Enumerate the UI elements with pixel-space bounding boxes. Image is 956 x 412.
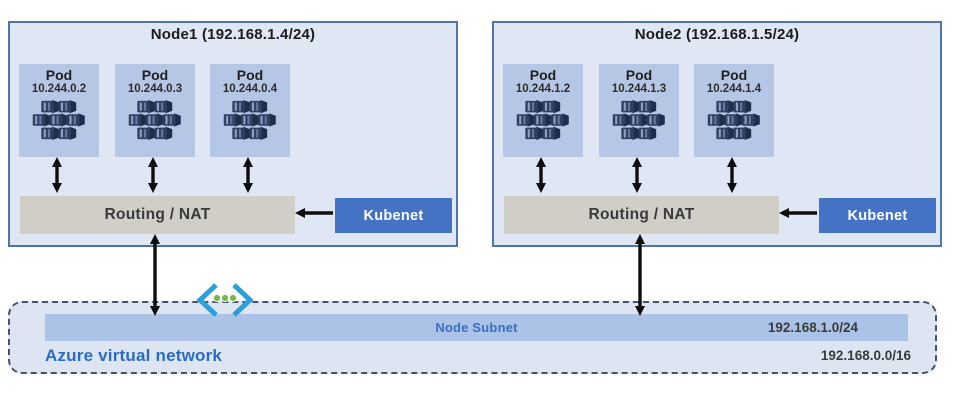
kubenet-routing-arrow [779, 208, 817, 218]
kubenet-box: Kubenet [819, 198, 936, 233]
containers-icon [612, 99, 665, 141]
pod-label: Pod [45, 67, 73, 83]
kubenet-routing-arrow [295, 208, 333, 218]
pod-ip: 10.244.0.3 [127, 83, 183, 95]
pod-ip: 10.244.0.2 [31, 83, 87, 95]
pod-routing-arrow [727, 157, 737, 193]
pod-box: Pod 10.244.0.3 [115, 64, 195, 157]
node2-box: Node2 (192.168.1.5/24) Pod 10.244.1.2 Po… [492, 21, 942, 247]
azure-vnet-cidr: 192.168.0.0/16 [820, 348, 911, 363]
node-subnet-label: Node Subnet [435, 320, 518, 335]
pod-ip: 10.244.1.4 [706, 83, 762, 95]
containers-icon [128, 99, 181, 141]
pod-routing-arrow [148, 157, 158, 193]
pod-box: Pod 10.244.1.2 [503, 64, 583, 157]
pod-box: Pod 10.244.0.4 [210, 64, 290, 157]
pod-label: Pod [141, 67, 169, 83]
pod-box: Pod 10.244.1.3 [599, 64, 679, 157]
pod-label: Pod [529, 67, 557, 83]
containers-icon [32, 99, 85, 141]
node1-title: Node1 (192.168.1.4/24) [150, 26, 316, 43]
pod-label: Pod [625, 67, 653, 83]
routing-subnet-arrow [150, 234, 160, 316]
pod-ip: 10.244.0.4 [222, 83, 278, 95]
containers-icon [707, 99, 760, 141]
routing-subnet-arrow [635, 234, 645, 316]
node-subnet-cidr: 192.168.1.0/24 [767, 320, 858, 335]
pod-routing-arrow [536, 157, 546, 193]
node-subnet-bar: Node Subnet 192.168.1.0/24 [45, 314, 908, 341]
pod-box: Pod 10.244.0.2 [19, 64, 99, 157]
pod-routing-arrow [52, 157, 62, 193]
routing-nat-bar: Routing / NAT [20, 196, 295, 234]
pod-routing-arrow [632, 157, 642, 193]
kubenet-box: Kubenet [335, 198, 452, 233]
node1-box: Node1 (192.168.1.4/24) Pod 10.244.0.2 Po… [8, 21, 458, 247]
pod-ip: 10.244.1.3 [611, 83, 667, 95]
pod-label: Pod [720, 67, 748, 83]
containers-icon [223, 99, 276, 141]
virtual-network-icon [196, 283, 254, 317]
pod-routing-arrow [243, 157, 253, 193]
pod-ip: 10.244.1.2 [515, 83, 571, 95]
pod-box: Pod 10.244.1.4 [694, 64, 774, 157]
routing-nat-bar: Routing / NAT [504, 196, 779, 234]
azure-vnet-label: Azure virtual network [45, 346, 223, 365]
containers-icon [516, 99, 569, 141]
pod-label: Pod [236, 67, 264, 83]
node2-title: Node2 (192.168.1.5/24) [634, 26, 800, 43]
